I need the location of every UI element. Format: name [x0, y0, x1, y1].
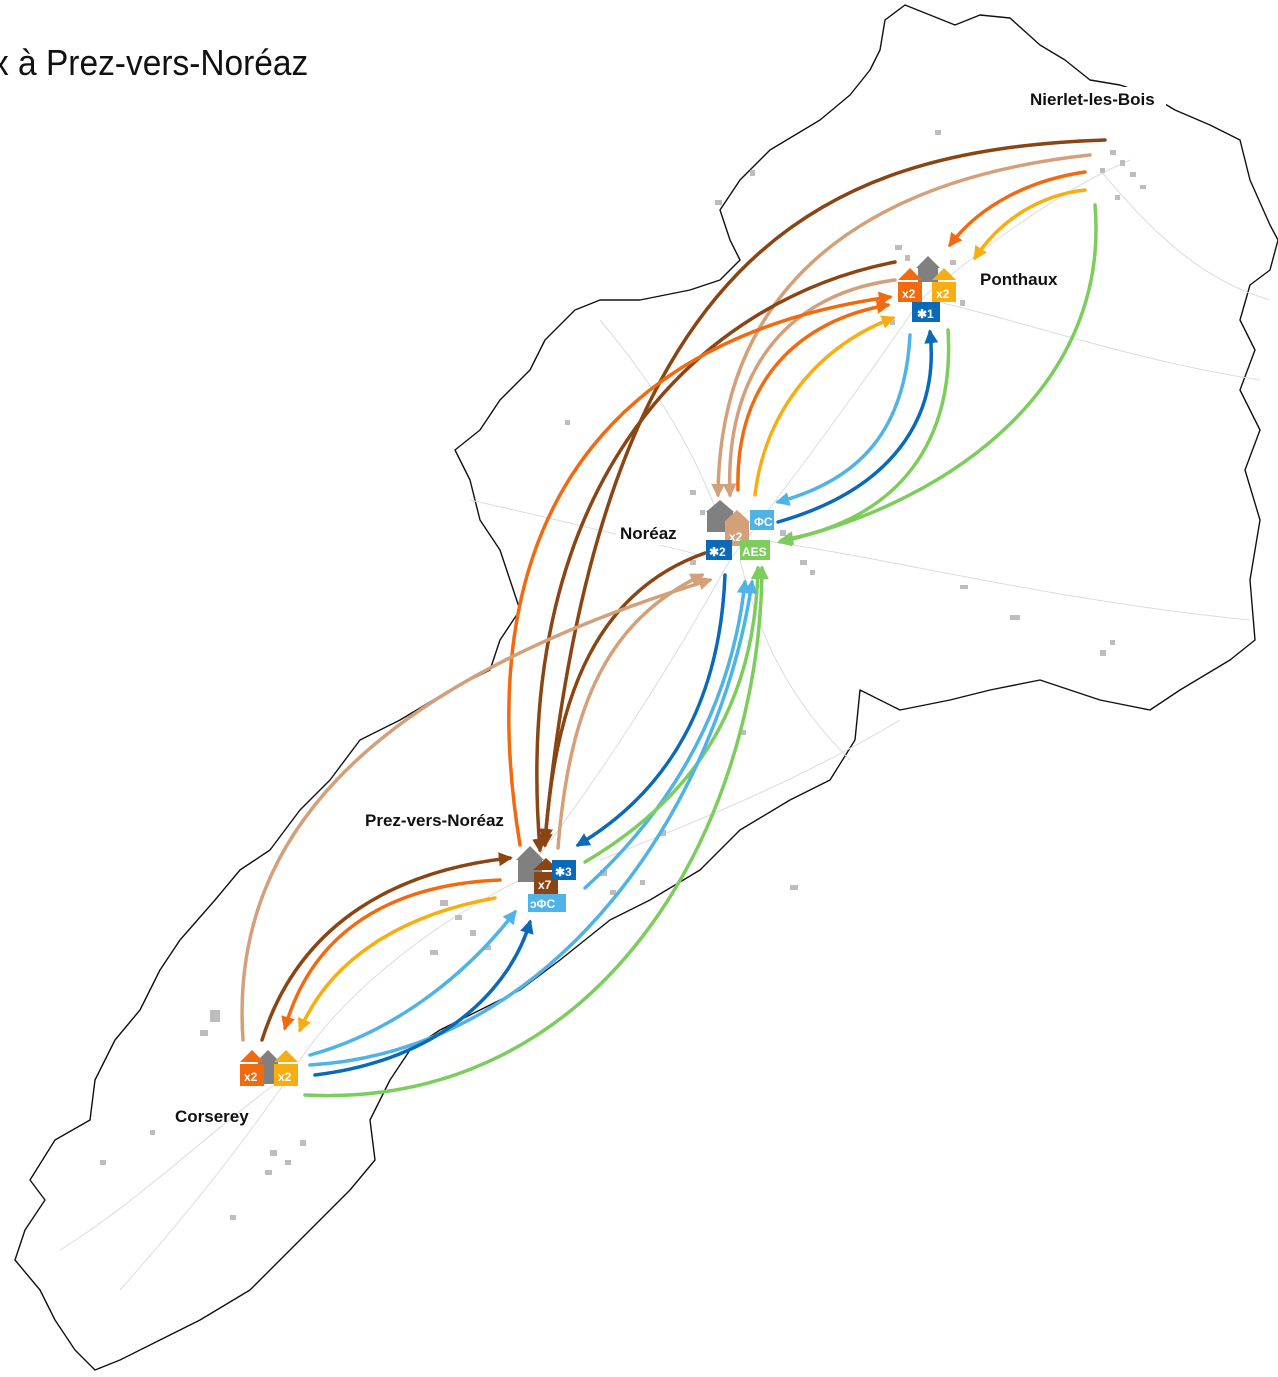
- house-icon: [724, 510, 750, 522]
- house-icon: [240, 1050, 264, 1062]
- house-icon: [516, 846, 544, 860]
- badge-corserey-yellow: x2: [278, 1070, 292, 1084]
- ponthaux-symbols: x2 x2 ✱1: [898, 256, 956, 322]
- flow-nierlet-noreaz-green: [777, 203, 1098, 547]
- flow-prez-corserey-yellow: [297, 896, 497, 1033]
- flow-noreaz-ponthaux-orange: [736, 299, 891, 492]
- flow-ponthaux-noreaz-lightblue: [775, 333, 912, 506]
- label-ponthaux: Ponthaux: [980, 270, 1058, 289]
- flow-noreaz-prez-darkblue: [575, 573, 727, 847]
- badge-ponthaux-yellow: x2: [936, 287, 950, 301]
- flow-ponthaux-prez-brown: [532, 260, 897, 853]
- noreaz-symbols: x2 ΦC ✱2 AES: [706, 500, 774, 560]
- house-icon: [256, 1050, 280, 1062]
- flow-corserey-prez-lightblue: [308, 909, 517, 1057]
- flow-corserey-noreaz-lightblue: [308, 579, 758, 1067]
- house-icon: [898, 268, 922, 280]
- map-title: x à Prez-vers-Noréaz: [0, 42, 309, 83]
- label-nierlet: Nierlet-les-Bois: [1030, 90, 1155, 109]
- badge-noreaz-green: AES: [742, 545, 767, 559]
- prez-symbols: x7 ✱3 ↄΦC: [516, 846, 576, 912]
- label-prez: Prez-vers-Noréaz: [365, 811, 504, 830]
- badge-prez-brown: x7: [538, 878, 552, 892]
- flow-nierlet-noreaz-tan: [711, 153, 1092, 498]
- flow-noreaz-ponthaux-darkblue: [776, 329, 939, 524]
- badge-noreaz-tan: x2: [729, 530, 743, 544]
- flow-prez-noreaz-green: [583, 565, 765, 864]
- buildings: [100, 130, 1146, 1220]
- place-labels: Nierlet-les-Bois Ponthaux Noréaz Prez-ve…: [175, 87, 1166, 1126]
- flow-prez-ponthaux-orange: [507, 291, 893, 847]
- flow-noreaz-prez-brown: [538, 551, 707, 848]
- flow-noreaz-ponthaux-yellow: [753, 315, 896, 497]
- commune-boundary: [14, 4, 1278, 1371]
- flow-arrows: [240, 138, 1107, 1098]
- flow-corserey-prez-darkblue: [313, 919, 534, 1077]
- flow-prez-noreaz-lightblue-a: [583, 579, 751, 890]
- flow-nierlet-ponthaux-orange: [948, 170, 1087, 248]
- phi-icon: ΦC: [754, 515, 773, 529]
- badge-corserey-orange: x2: [244, 1070, 258, 1084]
- flow-corserey-prez-brown: [260, 852, 513, 1042]
- house-icon: [932, 268, 956, 280]
- house-icon: [706, 500, 734, 512]
- badge-ponthaux-orange: x2: [902, 287, 916, 301]
- flow-ponthaux-noreaz-tan: [722, 278, 897, 498]
- flow-nierlet-ponthaux-yellow: [973, 188, 1087, 261]
- flow-corserey-noreaz-green: [303, 565, 769, 1098]
- phi-icon: ↄΦC: [530, 897, 556, 911]
- badge-ponthaux-blue: ✱1: [917, 307, 934, 321]
- flow-corserey-noreaz-tan: [240, 576, 713, 1042]
- label-corserey: Corserey: [175, 1107, 249, 1126]
- label-noreaz: Noréaz: [620, 524, 677, 543]
- badge-prez-blue: ✱3: [555, 865, 572, 879]
- badge-noreaz-blue: ✱2: [709, 545, 726, 559]
- flow-ponthaux-noreaz-green: [779, 328, 951, 546]
- house-icon: [274, 1050, 298, 1062]
- flow-nierlet-prez-brown: [539, 138, 1107, 843]
- corserey-symbols: x2 x2: [240, 1050, 298, 1086]
- flow-prez-corserey-orange: [281, 878, 502, 1031]
- house-icon: [916, 256, 940, 268]
